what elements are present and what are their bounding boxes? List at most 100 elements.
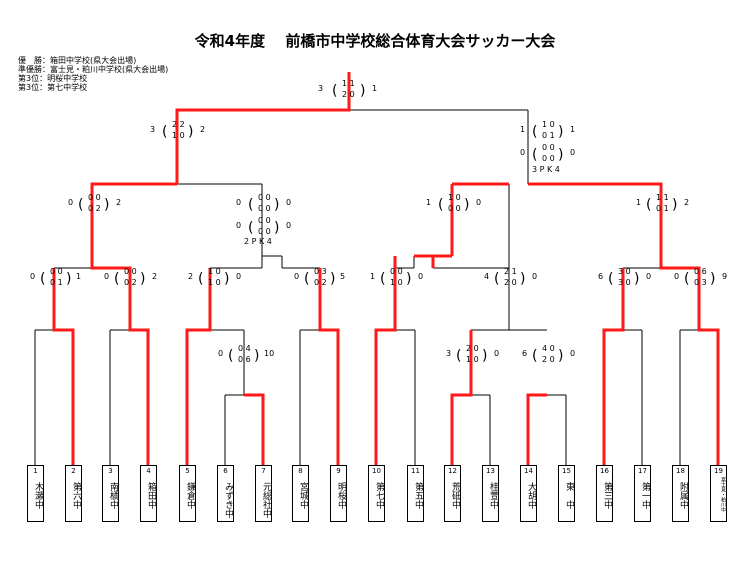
team-18: 18 附属中 bbox=[672, 465, 689, 522]
team-name: 宮城中 bbox=[298, 482, 308, 509]
svg-text:0 0: 0 0 bbox=[258, 216, 271, 225]
svg-text:10: 10 bbox=[264, 349, 274, 358]
svg-text:1 0: 1 0 bbox=[172, 131, 185, 140]
page-title: 令和4年度 前橋市中学校総合体育大会サッカー大会 bbox=[194, 32, 556, 50]
svg-text:2 0: 2 0 bbox=[466, 344, 479, 353]
svg-text:2 P K 4: 2 P K 4 bbox=[244, 237, 272, 246]
svg-text:0 1: 0 1 bbox=[50, 278, 63, 287]
svg-text:): ) bbox=[520, 271, 525, 287]
team-13: 13 桂萱中 bbox=[482, 465, 499, 522]
svg-text:0 0: 0 0 bbox=[390, 267, 403, 276]
svg-text:0 1: 0 1 bbox=[656, 204, 669, 213]
result-champion: 優 勝：箱田中学校(県大会出場) bbox=[18, 56, 137, 65]
svg-text:0 0: 0 0 bbox=[124, 267, 137, 276]
team-number: 4 bbox=[146, 467, 151, 475]
svg-text:0 2: 0 2 bbox=[314, 278, 327, 287]
svg-text:): ) bbox=[188, 124, 193, 140]
svg-text:(: ( bbox=[494, 271, 499, 287]
svg-text:0 3: 0 3 bbox=[314, 267, 327, 276]
team-15: 15 東 中 bbox=[558, 465, 575, 522]
svg-text:): ) bbox=[558, 348, 563, 364]
team-name: 第三中 bbox=[602, 482, 612, 509]
result-runner-up: 準優勝：富士見・粕川中学校(県大会出場) bbox=[18, 65, 169, 74]
team-number: 11 bbox=[411, 467, 420, 475]
svg-text:1: 1 bbox=[570, 125, 575, 134]
svg-text:2 0: 2 0 bbox=[504, 278, 517, 287]
svg-text:3 P K 4: 3 P K 4 bbox=[532, 165, 560, 174]
svg-text:0: 0 bbox=[286, 221, 291, 230]
svg-text:0: 0 bbox=[294, 272, 299, 281]
svg-text:): ) bbox=[274, 197, 279, 213]
svg-text:0 0: 0 0 bbox=[88, 193, 101, 202]
score-labels: 3 1 1 2 0 1 () 3 2 2 1 0 2 () 1 1 0 0 1 … bbox=[30, 79, 727, 364]
svg-text:0: 0 bbox=[476, 198, 481, 207]
team-9: 9 明桜中 bbox=[330, 465, 347, 522]
svg-text:1 0: 1 0 bbox=[208, 267, 221, 276]
team-number: 12 bbox=[448, 467, 457, 475]
bracket-lines-red bbox=[52, 72, 720, 465]
svg-text:(: ( bbox=[608, 271, 613, 287]
team-number: 17 bbox=[638, 467, 647, 475]
team-name: 第五中 bbox=[413, 482, 423, 509]
svg-text:0 0: 0 0 bbox=[258, 193, 271, 202]
team-name: みずき中 bbox=[223, 482, 233, 518]
svg-text:1: 1 bbox=[636, 198, 641, 207]
svg-text:0: 0 bbox=[236, 272, 241, 281]
team-2: 2 第六中 bbox=[65, 465, 82, 522]
team-6: 6 みずき中 bbox=[217, 465, 234, 522]
svg-text:6: 6 bbox=[598, 272, 603, 281]
svg-text:): ) bbox=[482, 348, 487, 364]
svg-text:0: 0 bbox=[520, 148, 525, 157]
team-16: 16 第三中 bbox=[596, 465, 613, 522]
svg-text:): ) bbox=[140, 271, 145, 287]
score-final-h2: 2 0 bbox=[342, 90, 355, 99]
svg-text:2 0: 2 0 bbox=[542, 355, 555, 364]
svg-text:0 2: 0 2 bbox=[88, 204, 101, 213]
svg-text:): ) bbox=[558, 124, 563, 140]
svg-text:(: ( bbox=[304, 271, 309, 287]
svg-text:(: ( bbox=[532, 348, 537, 364]
svg-text:(: ( bbox=[646, 197, 651, 213]
svg-text:0: 0 bbox=[30, 272, 35, 281]
svg-text:(: ( bbox=[248, 220, 253, 236]
team-name: 大胡中 bbox=[526, 482, 536, 509]
svg-text:1: 1 bbox=[370, 272, 375, 281]
svg-text:(: ( bbox=[684, 271, 689, 287]
svg-text:(: ( bbox=[114, 271, 119, 287]
team-name: 元総社中 bbox=[261, 482, 271, 518]
svg-text:): ) bbox=[330, 271, 335, 287]
team-7: 7 元総社中 bbox=[255, 465, 272, 522]
svg-text:0: 0 bbox=[68, 198, 73, 207]
svg-text:4: 4 bbox=[484, 272, 489, 281]
team-name: 箱田中 bbox=[146, 482, 156, 509]
svg-text:1 0: 1 0 bbox=[466, 355, 479, 364]
svg-text:0 0: 0 0 bbox=[258, 204, 271, 213]
svg-text:2: 2 bbox=[684, 198, 689, 207]
svg-text:): ) bbox=[224, 271, 229, 287]
svg-text:): ) bbox=[254, 348, 259, 364]
svg-text:(: ( bbox=[532, 147, 537, 163]
team-name: 東 中 bbox=[564, 482, 574, 509]
svg-text:5: 5 bbox=[340, 272, 345, 281]
svg-text:0 0: 0 0 bbox=[448, 204, 461, 213]
team-name: 第一中 bbox=[640, 482, 650, 509]
team-name: 明桜中 bbox=[336, 482, 346, 509]
svg-text:0: 0 bbox=[218, 349, 223, 358]
team-number: 19 bbox=[714, 467, 723, 475]
team-name: 第七中 bbox=[374, 482, 384, 509]
team-name: 荒砥中 bbox=[450, 482, 460, 509]
svg-text:1 1: 1 1 bbox=[656, 193, 669, 202]
svg-text:1 0: 1 0 bbox=[390, 278, 403, 287]
team-19: 19 富士見・粕川中 bbox=[710, 465, 727, 522]
results-list: 優 勝：箱田中学校(県大会出場) 準優勝：富士見・粕川中学校(県大会出場) 第3… bbox=[18, 56, 168, 92]
team-number: 7 bbox=[261, 467, 266, 475]
team-name: 南橘中 bbox=[108, 482, 118, 509]
team-number: 10 bbox=[372, 467, 381, 475]
svg-text:(: ( bbox=[78, 197, 83, 213]
svg-text:0 0: 0 0 bbox=[50, 267, 63, 276]
svg-text:0 6: 0 6 bbox=[694, 267, 707, 276]
score-final-right: 1 bbox=[372, 84, 377, 93]
svg-text:): ) bbox=[710, 271, 715, 287]
team-10: 10 第七中 bbox=[368, 465, 385, 522]
